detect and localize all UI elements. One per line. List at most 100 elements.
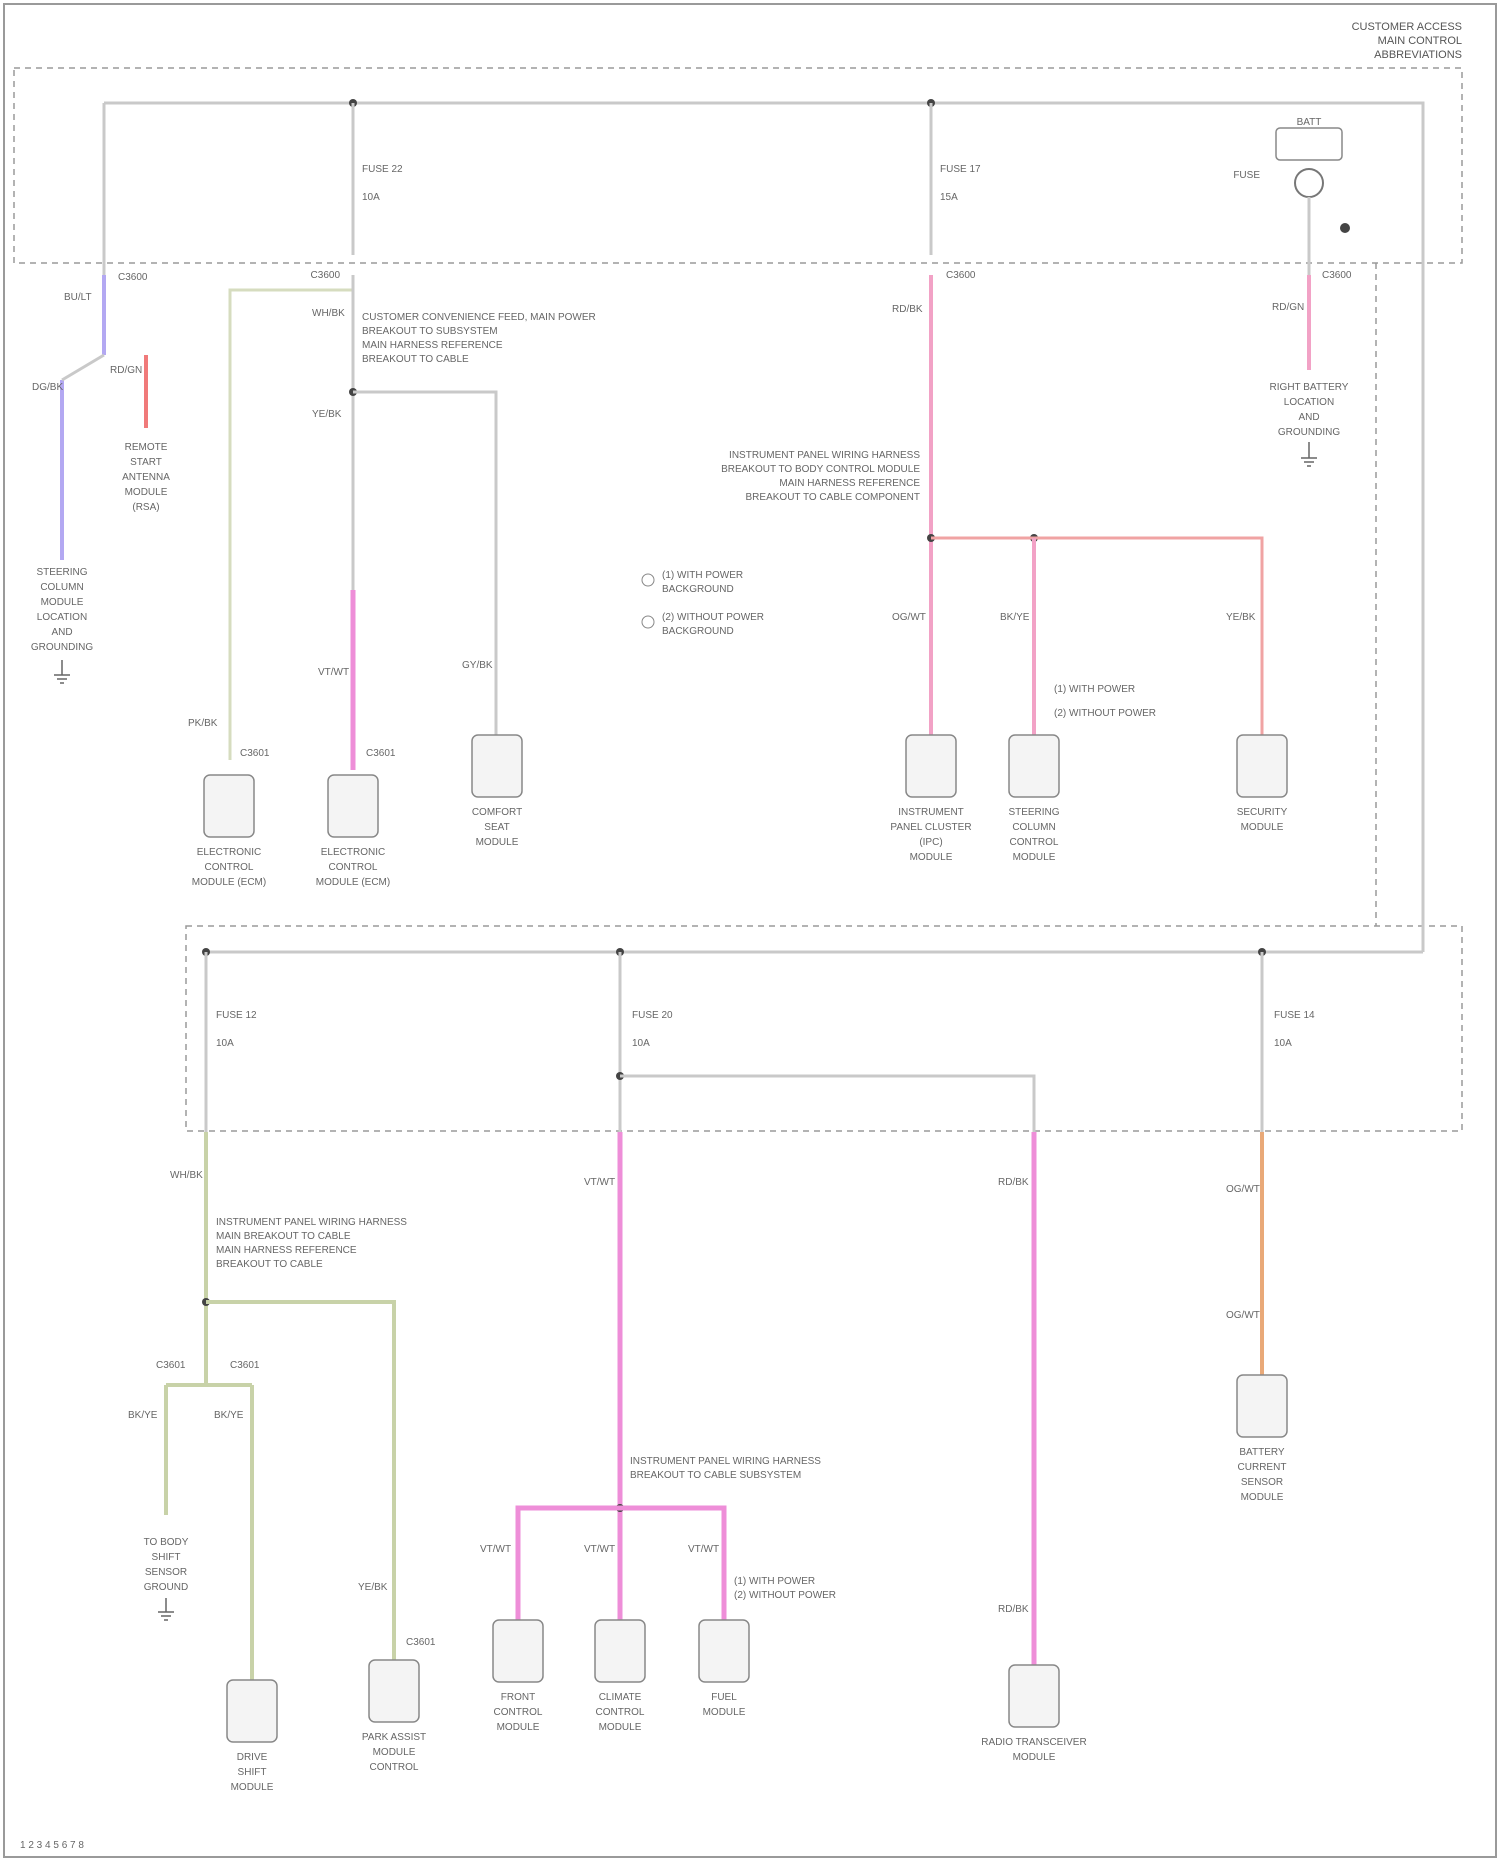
svg-text:GROUNDING: GROUNDING	[31, 642, 93, 653]
park-assist-label-1: PARK ASSIST	[362, 1732, 426, 1743]
radio-component	[1009, 1665, 1059, 1727]
svg-text:STEERING: STEERING	[36, 567, 87, 578]
wire-code-w6: VT/WT	[318, 667, 349, 678]
connector-c4: C3601	[240, 748, 270, 759]
legend-block: (1) WITH POWER BACKGROUND (2) WITHOUT PO…	[642, 570, 764, 637]
svg-text:SENSOR: SENSOR	[145, 1567, 187, 1578]
battery-sensor-label-2: CURRENT	[1238, 1462, 1287, 1473]
connector-c2: C3600	[311, 270, 341, 281]
note-bottom-mid-2: BREAKOUT TO CABLE SUBSYSTEM	[630, 1470, 801, 1481]
upper-fuse-box	[14, 68, 1462, 263]
fuse-20-rating: 10A	[632, 1038, 650, 1049]
wire-code-w14: WH/BK	[170, 1170, 203, 1181]
connector-c1: C3600	[118, 272, 148, 283]
park-assist-label-2: MODULE	[373, 1747, 416, 1758]
wire-code-w2: DG/BK	[32, 382, 63, 393]
svg-text:LOCATION: LOCATION	[1284, 397, 1334, 408]
steering-label-2: COLUMN	[1012, 822, 1055, 833]
svg-text:LOCATION: LOCATION	[37, 612, 87, 623]
svg-text:TO BODY: TO BODY	[144, 1537, 189, 1548]
security-feed	[931, 538, 1262, 735]
front-control-label-2: CONTROL	[494, 1707, 543, 1718]
note-bottom-mid2-2: (2) WITHOUT POWER	[734, 1590, 836, 1601]
wire-code-w9: RD/BK	[892, 304, 923, 315]
note-bottom-mid-1: INSTRUMENT PANEL WIRING HARNESS	[630, 1456, 821, 1467]
header-line-3: ABBREVIATIONS	[1374, 49, 1462, 61]
header-line-1: CUSTOMER ACCESS	[1352, 21, 1462, 33]
fuse-22-name: FUSE 22	[362, 164, 403, 175]
battery-sublabel: FUSE	[1233, 170, 1260, 181]
olive-park-feed	[206, 1302, 394, 1660]
upper-bus	[104, 103, 1423, 952]
climate-label-2: CONTROL	[596, 1707, 645, 1718]
wire-code-w4: YE/BK	[312, 409, 342, 420]
security-component	[1237, 735, 1287, 797]
ecm-b-component	[328, 775, 378, 837]
drive-shift-label-3: MODULE	[231, 1782, 274, 1793]
ecm-a-component	[204, 775, 254, 837]
note-top-left-2: BREAKOUT TO SUBSYSTEM	[362, 326, 498, 337]
battery-fuse: BATT FUSE	[1233, 117, 1350, 233]
wire-code-w3: WH/BK	[312, 308, 345, 319]
wire-code-w8: PK/BK	[188, 718, 218, 729]
wire-code-w12: YE/BK	[1226, 612, 1256, 623]
ground-icon	[54, 660, 70, 683]
steering-ground-component: STEERING COLUMN MODULE LOCATION AND GROU…	[31, 567, 93, 683]
park-assist-label-3: CONTROL	[370, 1762, 419, 1773]
climate-component	[595, 1620, 645, 1682]
wire-code-w16: BK/YE	[214, 1410, 244, 1421]
note-bottom-left-3: MAIN HARNESS REFERENCE	[216, 1245, 357, 1256]
battery-sensor-label-4: MODULE	[1241, 1492, 1284, 1503]
svg-text:ANTENNA: ANTENNA	[122, 472, 170, 483]
fuse-14-rating: 10A	[1274, 1038, 1292, 1049]
front-control-component	[493, 1620, 543, 1682]
ecm-a-label-3: MODULE (ECM)	[192, 877, 266, 888]
note-bottom-left-1: INSTRUMENT PANEL WIRING HARNESS	[216, 1217, 407, 1228]
note-bottom-left-2: MAIN BREAKOUT TO CABLE	[216, 1231, 351, 1242]
wire-code-w23: RD/BK	[998, 1604, 1029, 1615]
connector-c9: C3601	[406, 1637, 436, 1648]
battery-icon	[1295, 169, 1323, 197]
connector-c5: C3601	[366, 748, 396, 759]
climate-label-3: MODULE	[599, 1722, 642, 1733]
note-top-mid-4: BREAKOUT TO CABLE COMPONENT	[746, 492, 920, 503]
fuse-17-name: FUSE 17	[940, 164, 981, 175]
fuse-12-name: FUSE 12	[216, 1010, 257, 1021]
wire-code-w1: BU/LT	[64, 292, 92, 303]
ipc-label-2: PANEL CLUSTER	[890, 822, 971, 833]
park-assist-component	[369, 1660, 419, 1722]
note-top-left-4: BREAKOUT TO CABLE	[362, 354, 469, 365]
note-top-mid-1: INSTRUMENT PANEL WIRING HARNESS	[729, 450, 920, 461]
battery-label: BATT	[1297, 117, 1322, 128]
radio-branch: RD/BK RD/BK	[998, 1132, 1034, 1665]
battery-box	[1276, 128, 1342, 160]
ipc-label-1: INSTRUMENT	[898, 807, 964, 818]
left-branch: C3600 BU/LT DG/BK RD/GN STEERING COLUMN …	[31, 272, 170, 683]
legend-2: (2) WITHOUT POWER	[662, 612, 764, 623]
note-top-mid-2: BREAKOUT TO BODY CONTROL MODULE	[721, 464, 920, 475]
note-top-left-3: MAIN HARNESS REFERENCE	[362, 340, 503, 351]
ecm-b-label-1: ELECTRONIC	[321, 847, 385, 858]
svg-text:AND: AND	[1298, 412, 1319, 423]
wire-code-w19: VT/WT	[480, 1544, 511, 1555]
svg-text:GROUNDING: GROUNDING	[1278, 427, 1340, 438]
header-block: CUSTOMER ACCESS MAIN CONTROL ABBREVIATIO…	[1352, 21, 1462, 61]
fuse-14: FUSE 14 10A	[1258, 948, 1315, 1132]
security-label-1: SECURITY	[1237, 807, 1288, 818]
drive-shift-component	[227, 1680, 277, 1742]
steering-label-4: MODULE	[1013, 852, 1056, 863]
svg-text:START: START	[130, 457, 162, 468]
svg-text:(RSA): (RSA)	[132, 502, 159, 513]
right-ground-branch: C3600 RD/GN RIGHT BATTERY LOCATION AND G…	[1270, 270, 1352, 466]
fuel-label-2: MODULE	[703, 1707, 746, 1718]
wire-code-w10: OG/WT	[892, 612, 926, 623]
front-control-label-3: MODULE	[497, 1722, 540, 1733]
battery-sensor-label-3: SENSOR	[1241, 1477, 1283, 1488]
right-ground-icon	[1301, 442, 1317, 466]
wire-code-w17: YE/BK	[358, 1582, 388, 1593]
ipc-component	[906, 735, 956, 797]
svg-text:REMOTE: REMOTE	[125, 442, 168, 453]
comfort-feed	[353, 392, 496, 735]
climate-label-1: CLIMATE	[599, 1692, 642, 1703]
